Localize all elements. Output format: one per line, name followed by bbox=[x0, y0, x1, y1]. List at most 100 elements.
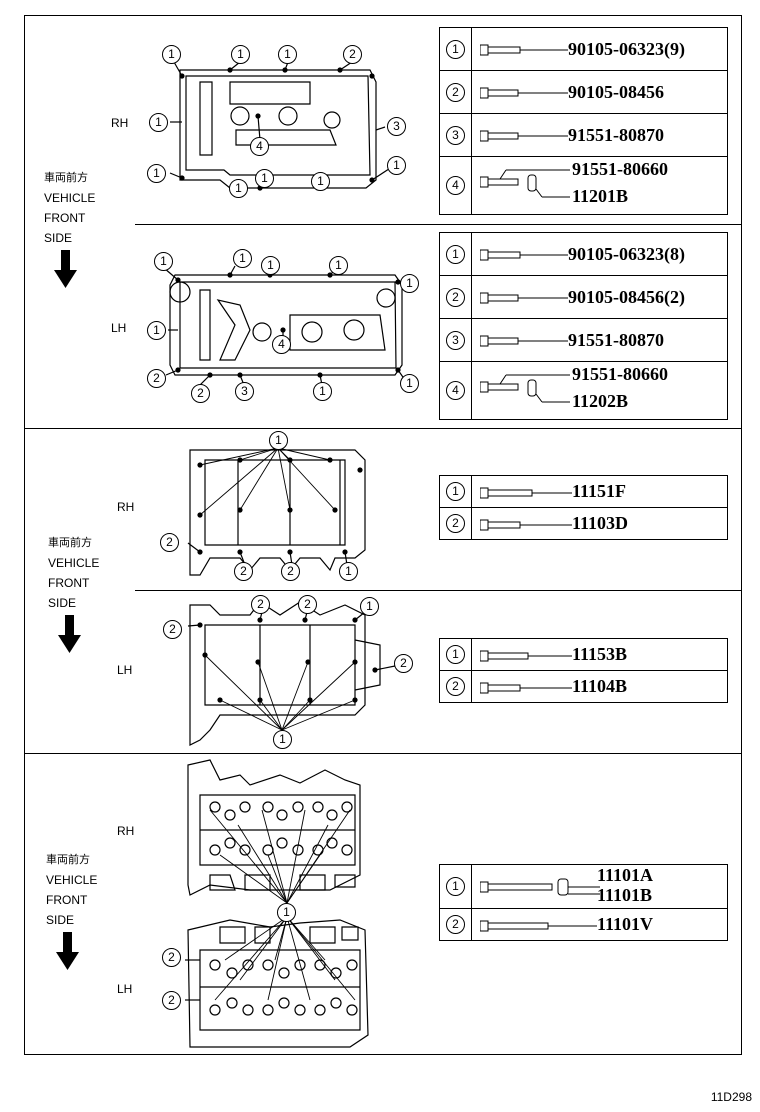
direction-line3: SIDE bbox=[44, 231, 73, 245]
callout-1: 1 bbox=[147, 164, 166, 183]
part-number: 90105-06323(8) bbox=[568, 243, 685, 264]
parts-row: 1 11153B bbox=[439, 638, 728, 671]
diagram-code: 11D298 bbox=[710, 1090, 752, 1104]
ref-circle: 3 bbox=[446, 125, 465, 145]
part-number: 91551-80660 bbox=[572, 364, 668, 384]
callout-1: 1 bbox=[278, 45, 297, 64]
direction-cjk: 車両前方 bbox=[48, 536, 92, 549]
ref-circle: 1 bbox=[446, 482, 465, 501]
callout-1: 1 bbox=[339, 562, 358, 581]
parts-table-cam-cover-lh: 1 90105-06323(8) 2 90105-08456(2) 3 9155… bbox=[439, 232, 728, 420]
bolt-icon bbox=[479, 44, 568, 56]
direction-line2: FRONT bbox=[46, 893, 88, 907]
direction-line2: FRONT bbox=[44, 211, 86, 225]
lh-label: LH bbox=[117, 982, 133, 996]
callout-3: 3 bbox=[387, 117, 406, 136]
parts-table-housing-lh: 1 11153B 2 11104B bbox=[439, 638, 728, 703]
vehicle-front-label: 車両前方 VEHICLE FRONT SIDE bbox=[48, 533, 99, 613]
callout-2: 2 bbox=[343, 45, 362, 64]
callout-1: 1 bbox=[400, 274, 419, 293]
direction-cjk: 車両前方 bbox=[46, 853, 90, 866]
direction-line2: FRONT bbox=[48, 576, 90, 590]
vehicle-front-label: 車両前方 VEHICLE FRONT SIDE bbox=[46, 850, 97, 930]
bolt-icon bbox=[479, 249, 568, 261]
parts-row: 1 90105-06323(9) bbox=[439, 27, 728, 71]
ref-circle: 2 bbox=[446, 915, 465, 934]
down-arrow-icon bbox=[54, 250, 77, 288]
callout-4: 4 bbox=[272, 335, 291, 354]
bolt-icon bbox=[479, 130, 568, 142]
part-number: 90105-06323(9) bbox=[568, 38, 685, 59]
callout-1: 1 bbox=[233, 249, 252, 268]
callout-1: 1 bbox=[229, 179, 248, 198]
ref-circle: 4 bbox=[446, 381, 465, 400]
part-number: 11101A bbox=[597, 865, 654, 885]
bolt-icon bbox=[479, 335, 568, 347]
subsection-divider bbox=[135, 590, 742, 591]
callout-1: 1 bbox=[147, 321, 166, 340]
subsection-divider bbox=[135, 224, 742, 225]
part-number: 11201B bbox=[572, 186, 629, 206]
parts-row: 4 91551-80660 11201B bbox=[439, 156, 728, 215]
callout-1: 1 bbox=[387, 156, 406, 175]
parts-row: 2 11104B bbox=[439, 670, 728, 703]
cam-cover-drawing bbox=[163, 61, 407, 386]
part-number: 11153B bbox=[572, 644, 628, 664]
direction-line1: VEHICLE bbox=[46, 873, 98, 887]
direction-line3: SIDE bbox=[48, 596, 77, 610]
head-bolt-icon bbox=[480, 878, 600, 896]
parts-row: 1 11151F bbox=[439, 475, 728, 508]
bolt-icon bbox=[479, 519, 572, 531]
section-divider bbox=[24, 428, 742, 429]
ref-circle: 2 bbox=[446, 82, 465, 102]
direction-line1: VEHICLE bbox=[44, 191, 96, 205]
parts-row: 2 90105-08456 bbox=[439, 70, 728, 114]
lh-label: LH bbox=[111, 321, 127, 335]
callout-2: 2 bbox=[162, 948, 181, 967]
callout-2: 2 bbox=[394, 654, 413, 673]
callout-1: 1 bbox=[329, 256, 348, 275]
parts-row: 3 91551-80870 bbox=[439, 318, 728, 362]
ref-circle: 1 bbox=[446, 877, 465, 896]
rh-label: RH bbox=[117, 824, 135, 838]
parts-row: 2 11103D bbox=[439, 507, 728, 540]
parts-table-cylinder-head: 1 11101A 11101B 2 11101V bbox=[439, 864, 728, 941]
callout-1: 1 bbox=[231, 45, 250, 64]
ref-circle: 1 bbox=[446, 39, 465, 59]
stud-bolt-icon bbox=[480, 374, 570, 403]
cylinder-head-drawing bbox=[185, 759, 369, 1048]
direction-cjk: 車両前方 bbox=[44, 171, 88, 184]
callout-2: 2 bbox=[162, 991, 181, 1010]
down-arrow-icon bbox=[58, 615, 81, 653]
callout-1: 1 bbox=[311, 172, 330, 191]
callout-1: 1 bbox=[313, 382, 332, 401]
callout-2: 2 bbox=[147, 369, 166, 388]
parts-row: 3 91551-80870 bbox=[439, 113, 728, 157]
parts-row: 1 11101A 11101B bbox=[439, 864, 728, 909]
callout-2: 2 bbox=[298, 595, 317, 614]
part-number: 11104B bbox=[572, 676, 628, 696]
part-number: 90105-08456 bbox=[568, 81, 664, 102]
parts-table-housing-rh: 1 11151F 2 11103D bbox=[439, 475, 728, 540]
callout-2: 2 bbox=[160, 533, 179, 552]
bolt-icon bbox=[479, 87, 568, 99]
vehicle-front-label: 車両前方 VEHICLE FRONT SIDE bbox=[44, 168, 95, 248]
ref-circle: 2 bbox=[446, 677, 465, 696]
callout-2: 2 bbox=[251, 595, 270, 614]
parts-row: 4 91551-80660 11202B bbox=[439, 361, 728, 420]
parts-row: 2 11101V bbox=[439, 908, 728, 941]
callout-2: 2 bbox=[191, 384, 210, 403]
diagram-frame bbox=[24, 15, 742, 1055]
section-divider bbox=[24, 753, 742, 754]
bolt-icon bbox=[479, 487, 572, 499]
callout-1: 1 bbox=[273, 730, 292, 749]
rh-label: RH bbox=[117, 500, 135, 514]
part-number: 91551-80660 bbox=[572, 159, 668, 179]
bolt-icon bbox=[479, 682, 572, 694]
part-number: 11101V bbox=[597, 914, 654, 934]
part-number: 90105-08456(2) bbox=[568, 286, 685, 307]
callout-1: 1 bbox=[261, 256, 280, 275]
callout-1: 1 bbox=[269, 431, 288, 450]
ref-circle: 2 bbox=[446, 514, 465, 533]
part-number: 11151F bbox=[572, 481, 627, 501]
